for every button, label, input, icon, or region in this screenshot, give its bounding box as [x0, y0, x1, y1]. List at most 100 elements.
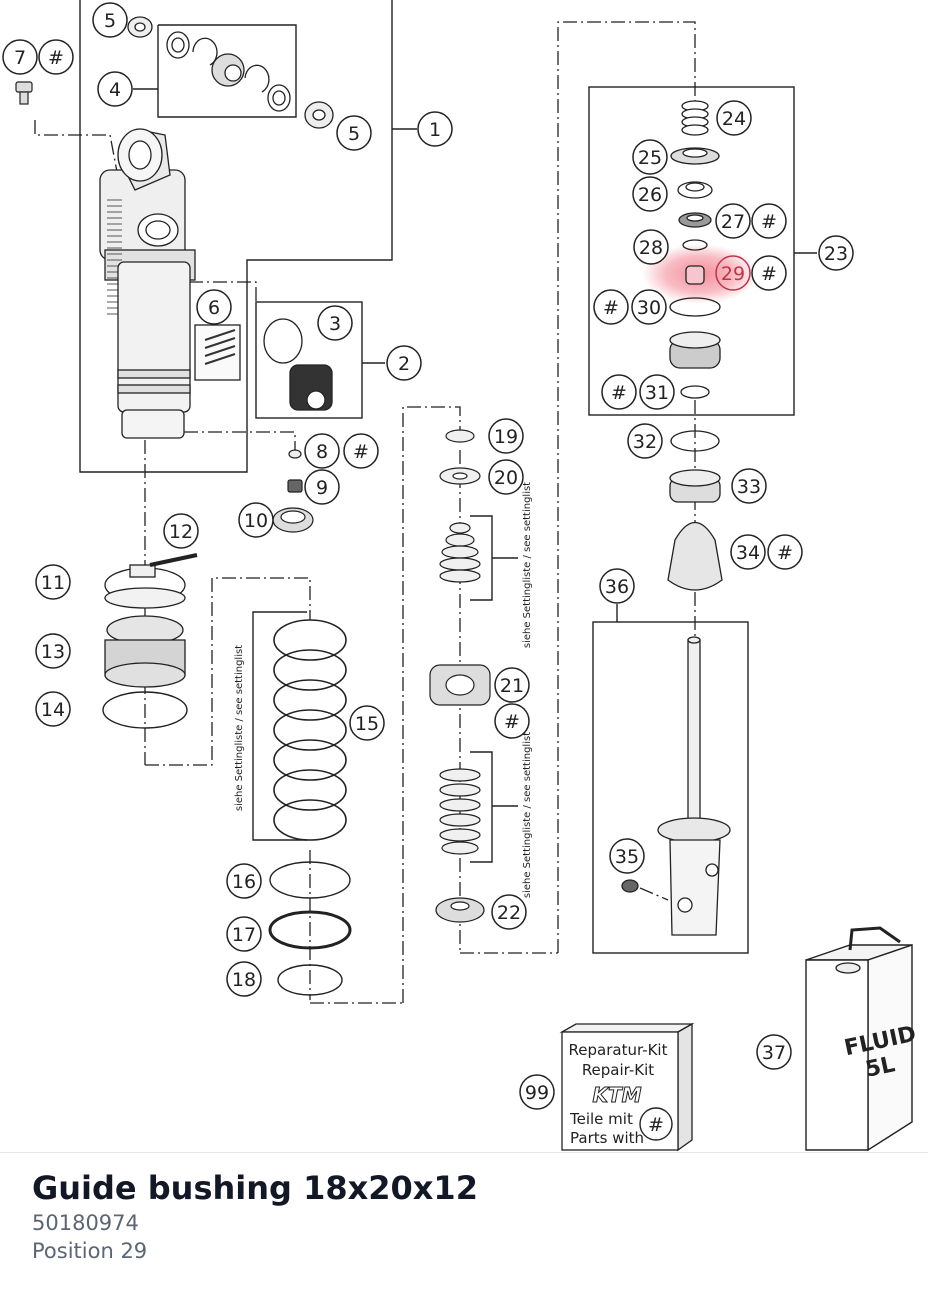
clamp-parts	[104, 553, 198, 609]
part-number: 50180974	[32, 1211, 139, 1235]
callout-circle	[632, 176, 668, 212]
callout-c13[interactable]: 13	[35, 633, 71, 669]
callout-c25[interactable]: 25	[632, 139, 668, 175]
callout-circle	[751, 255, 787, 291]
callout-label: 4	[109, 79, 121, 101]
callout-circle	[92, 2, 128, 38]
callout-c5b[interactable]: 5	[336, 115, 372, 151]
spring-15	[273, 619, 347, 841]
callout-circle	[818, 235, 854, 271]
callout-c34[interactable]: 34	[730, 534, 766, 570]
callout-c33[interactable]: 33	[731, 468, 767, 504]
callout-label: #	[504, 711, 520, 733]
callout-c27h[interactable]: #	[751, 203, 787, 239]
callout-circle	[196, 289, 232, 325]
callout-label: 17	[232, 924, 256, 946]
callout-c35[interactable]: 35	[609, 838, 645, 874]
callout-label: 7	[14, 47, 26, 69]
part-name: Guide bushing 18x20x12	[32, 1169, 478, 1207]
callout-c4[interactable]: 4	[97, 71, 133, 107]
callout-label: 15	[355, 713, 379, 735]
callout-c30[interactable]: 30	[631, 289, 667, 325]
callout-c37[interactable]: 37	[756, 1034, 792, 1070]
shim-stack	[429, 429, 491, 923]
callout-c14[interactable]: 14	[35, 691, 71, 727]
callout-circle	[488, 459, 524, 495]
callout-c29[interactable]: 29	[715, 255, 751, 291]
callout-c10[interactable]: 10	[238, 502, 274, 538]
bearing-parts	[127, 16, 334, 129]
callout-circle	[633, 229, 669, 265]
callout-c5a[interactable]: 5	[92, 2, 128, 38]
frames	[79, 0, 817, 954]
callout-label: 14	[41, 699, 65, 721]
callout-circle	[2, 39, 38, 75]
callout-circle	[599, 568, 635, 604]
callout-label: 26	[638, 184, 662, 206]
kit-mark: #	[648, 1114, 664, 1136]
callout-c36[interactable]: 36	[599, 568, 635, 604]
callout-c29h[interactable]: #	[751, 255, 787, 291]
callout-circle	[35, 564, 71, 600]
callout-label: 16	[232, 871, 256, 893]
callout-c31[interactable]: 31	[639, 374, 675, 410]
callout-c6[interactable]: 6	[196, 289, 232, 325]
callout-c99[interactable]: 99	[519, 1074, 555, 1110]
callout-c8[interactable]: 8	[304, 433, 340, 469]
callout-c7[interactable]: 7	[2, 39, 38, 75]
callout-circle	[631, 289, 667, 325]
kit-line-1: Reparatur-Kit	[569, 1041, 668, 1059]
callout-c28[interactable]: 28	[633, 229, 669, 265]
callout-label: 10	[244, 510, 268, 532]
callout-circle	[756, 1034, 792, 1070]
callout-label: 23	[824, 243, 848, 265]
callout-c21h[interactable]: #	[494, 703, 530, 739]
callout-c21[interactable]: 21	[494, 667, 530, 703]
callout-label: 1	[429, 119, 441, 141]
callout-c9[interactable]: 9	[304, 469, 340, 505]
callout-c23[interactable]: 23	[818, 235, 854, 271]
callout-label: 5	[348, 123, 360, 145]
exploded-parts-diagram: Reparatur-Kit Repair-Kit KTM Teile mit P…	[2, 0, 919, 1152]
callout-c19[interactable]: 19	[488, 418, 524, 454]
callout-circle	[494, 667, 530, 703]
callout-c27[interactable]: 27	[715, 203, 751, 239]
callout-c22[interactable]: 22	[491, 894, 527, 930]
adjuster-parts	[263, 318, 333, 411]
callout-circle	[226, 863, 262, 899]
setting-note-n2: siehe Settingliste / see settinglist	[522, 482, 533, 648]
callout-c26[interactable]: 26	[632, 176, 668, 212]
callout-c12[interactable]: 12	[163, 513, 199, 549]
callout-c3[interactable]: 3	[317, 305, 353, 341]
callout-c20[interactable]: 20	[488, 459, 524, 495]
callout-c32[interactable]: 32	[627, 423, 663, 459]
callout-c17[interactable]: 17	[226, 916, 262, 952]
callout-circle	[519, 1074, 555, 1110]
callout-c16[interactable]: 16	[226, 863, 262, 899]
frame-1	[79, 0, 393, 473]
callout-circle	[238, 502, 274, 538]
callout-circle	[639, 374, 675, 410]
callout-circle	[349, 705, 385, 741]
callout-label: 37	[762, 1042, 786, 1064]
callout-c31h[interactable]: #	[601, 374, 637, 410]
callout-c1[interactable]: 1	[417, 111, 453, 147]
callout-c18[interactable]: 18	[226, 961, 262, 997]
callout-c15[interactable]: 15	[349, 705, 385, 741]
callout-c11[interactable]: 11	[35, 564, 71, 600]
callout-circle	[716, 100, 752, 136]
callout-c34h[interactable]: #	[767, 534, 803, 570]
frame-2	[255, 301, 363, 419]
callout-c7h[interactable]: #	[38, 39, 74, 75]
callout-c24[interactable]: 24	[716, 100, 752, 136]
callout-label: #	[611, 382, 627, 404]
callout-c8h[interactable]: #	[343, 433, 379, 469]
callout-c2[interactable]: 2	[386, 345, 422, 381]
callout-circle	[226, 916, 262, 952]
callout-c30h[interactable]: #	[593, 289, 629, 325]
callout-circle	[494, 703, 530, 739]
callout-circle	[488, 418, 524, 454]
callout-label: 34	[736, 542, 760, 564]
callout-label: #	[353, 441, 369, 463]
